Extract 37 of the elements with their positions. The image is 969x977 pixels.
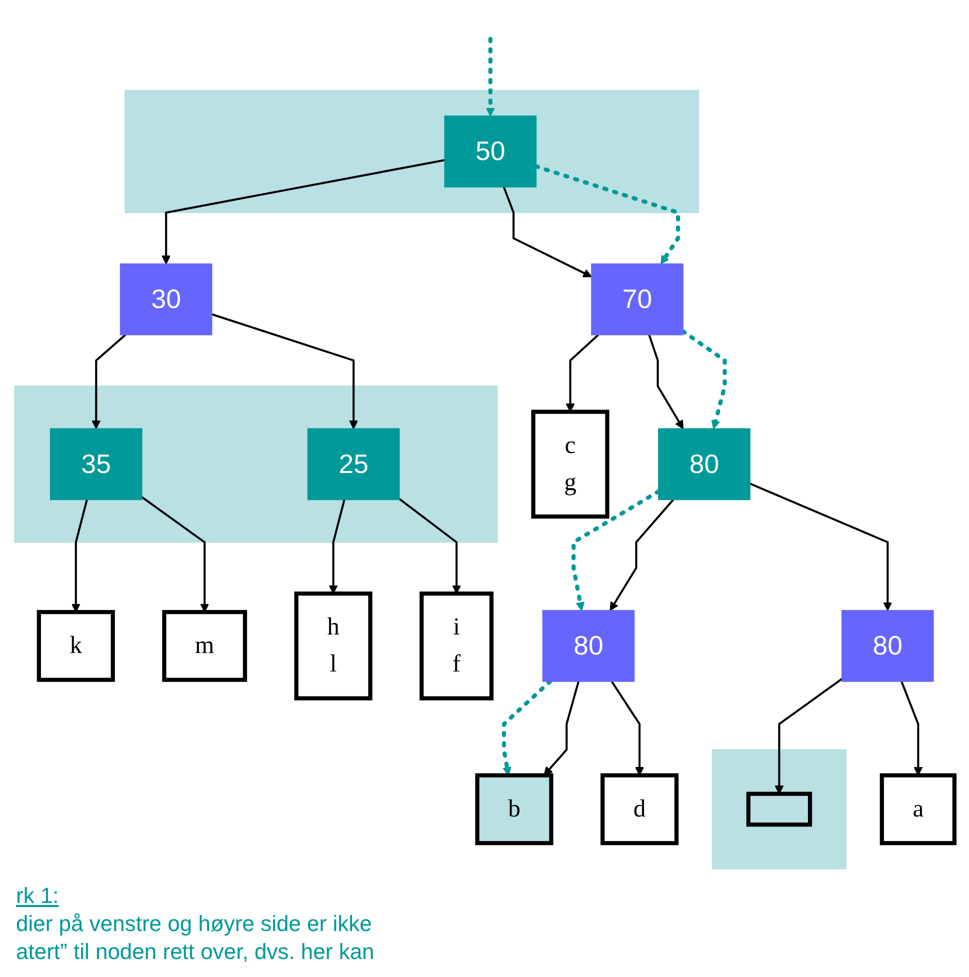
arrow xyxy=(610,498,674,611)
arrow xyxy=(749,482,892,611)
arrow xyxy=(92,334,126,430)
node-box: 30 xyxy=(120,263,212,336)
node-box: c g xyxy=(531,410,610,519)
note-text: dier på venstre og høyre side er ikke xyxy=(16,911,373,937)
node-box: 80 xyxy=(658,428,750,500)
arrow xyxy=(211,313,358,430)
node-box: 25 xyxy=(307,428,400,500)
node-box: 50 xyxy=(444,116,537,188)
node-box: b xyxy=(475,773,554,846)
node-box: m xyxy=(162,610,248,682)
node-box xyxy=(746,792,812,827)
arrow xyxy=(162,159,445,264)
arrow xyxy=(680,329,727,430)
arrow xyxy=(328,499,346,594)
node-box: 80 xyxy=(542,610,635,682)
node-box: d xyxy=(600,773,679,846)
cluster xyxy=(124,90,700,214)
arrow xyxy=(648,334,684,430)
node-box: k xyxy=(36,610,115,682)
node-box: h l xyxy=(294,592,372,700)
note-text: rk 1: xyxy=(16,883,60,909)
note-text: atert” til noden rett over, dvs. her kan xyxy=(16,939,376,965)
arrow xyxy=(141,496,210,612)
arrow xyxy=(502,186,592,278)
arrow xyxy=(486,36,495,116)
arrow xyxy=(398,498,462,594)
arrow xyxy=(71,499,88,612)
node-box: a xyxy=(880,773,956,846)
node-box: i f xyxy=(420,592,494,700)
node-box: 70 xyxy=(591,263,684,336)
cluster xyxy=(14,386,498,543)
cluster xyxy=(712,749,846,870)
node-box: 35 xyxy=(50,428,142,500)
node-box: 80 xyxy=(841,610,934,682)
arrow xyxy=(544,681,580,776)
